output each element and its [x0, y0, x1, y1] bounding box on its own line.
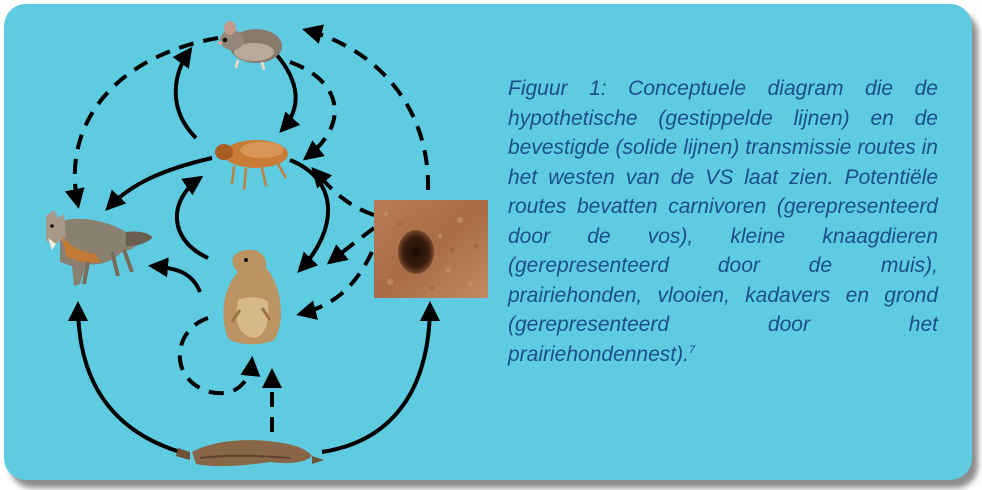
arrow-prairiedog-to-flea [177, 178, 208, 258]
arrow-flea-to-mouse [176, 50, 196, 138]
arrow-prairiedog-to-fox [152, 266, 200, 292]
arrow-carcass-to-burrow [322, 305, 430, 452]
arrow-burrow-to-mouse-dashed [306, 30, 428, 190]
carcass-icon [176, 440, 324, 466]
arrow-mouse-to-flea [276, 54, 296, 130]
burrow-icon [374, 200, 488, 298]
arrow-mouse-to-flea-dashed [290, 62, 335, 158]
prairie-dog-icon [223, 250, 281, 345]
flea-icon [215, 140, 288, 190]
fox-icon [46, 210, 152, 286]
mouse-icon [218, 21, 282, 70]
arrow-carcass-to-fox [78, 305, 180, 452]
caption-reference: 7 [689, 344, 695, 356]
arrow-burrow-to-prairiedog-dashed-2 [300, 252, 372, 314]
arrow-flea-to-prairiedog [290, 160, 328, 270]
figure-caption: Figuur 1: Conceptuele diagram die de hyp… [508, 74, 938, 369]
caption-text: Figuur 1: Conceptuele diagram die de hyp… [508, 77, 938, 366]
